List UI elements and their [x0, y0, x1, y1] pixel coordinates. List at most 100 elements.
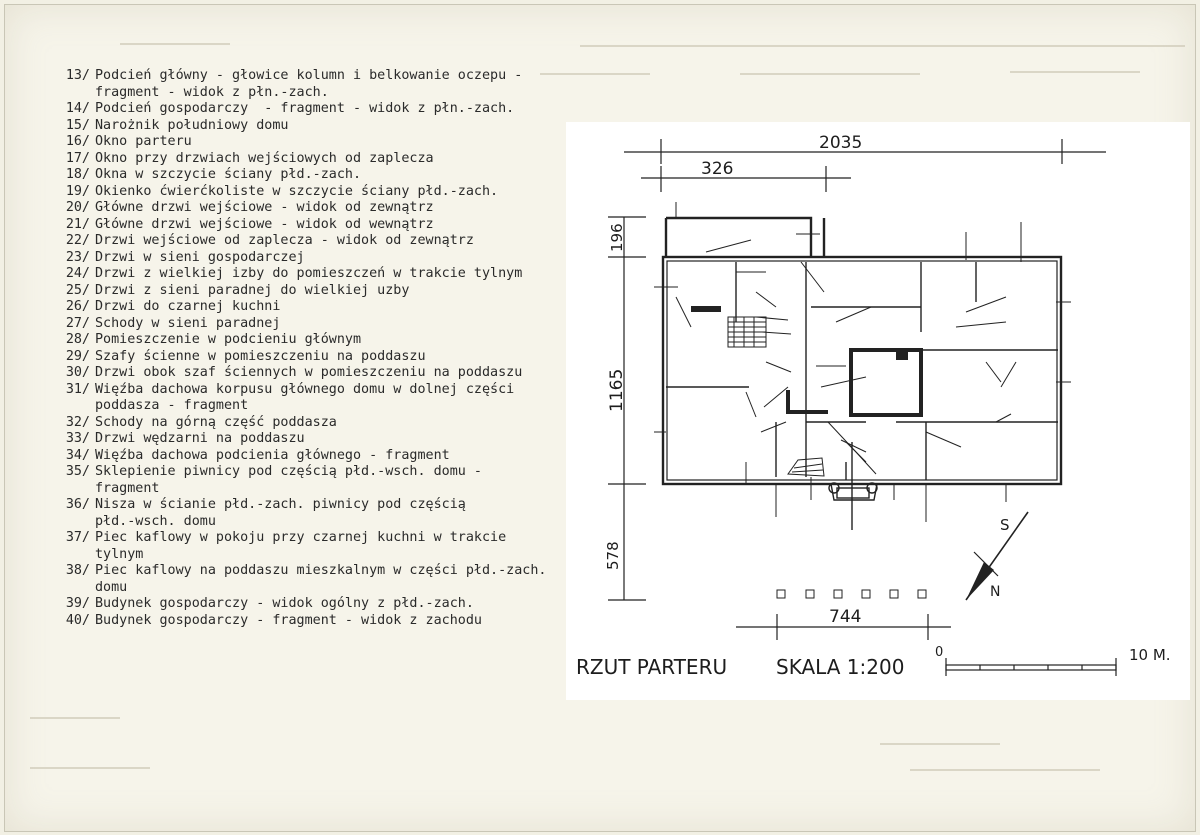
caption-item: 26/Drzwi do czarnej kuchni	[40, 299, 570, 316]
caption-number: 19/	[65, 183, 90, 199]
dim-bottom: 744	[829, 607, 861, 627]
caption-number: 14/	[65, 101, 90, 116]
caption-number: 27/	[65, 315, 90, 331]
caption-text: Sklepienie piwnicy pod częścią płd.-wsch…	[95, 464, 482, 496]
caption-text: Drzwi z sieni paradnej do wielkiej uzby	[95, 282, 410, 298]
caption-number: 40/	[65, 612, 90, 628]
caption-text: Okno parteru	[95, 134, 192, 149]
plan-title: RZUT PARTERU	[576, 655, 727, 679]
caption-item: 27/Schody w sieni paradnej	[40, 316, 570, 333]
caption-text: Główne drzwi wejściowe - widok od wewnąt…	[95, 216, 434, 232]
caption-number: 13/	[65, 68, 90, 83]
stove-mark	[896, 350, 908, 360]
caption-text: Drzwi z wielkiej izby do pomieszczeń w t…	[95, 266, 523, 281]
caption-item: 17/Okno przy drzwiach wejściowych od zap…	[40, 151, 570, 168]
caption-number: 32/	[65, 414, 90, 430]
caption-text: Budynek gospodarczy - widok ogólny z płd…	[95, 596, 474, 611]
caption-text: Piec kaflowy na poddaszu mieszkalnym w c…	[95, 563, 547, 595]
caption-item: 23/Drzwi w sieni gospodarczej	[40, 250, 570, 267]
caption-item: 21/Główne drzwi wejściowe - widok od wew…	[40, 217, 570, 234]
caption-number: 36/	[65, 497, 90, 512]
caption-item: 32/Schody na górną część poddasza	[40, 415, 570, 432]
cellar-stairs	[787, 457, 825, 477]
caption-item: 33/Drzwi wędzarni na poddaszu	[40, 431, 570, 448]
caption-item: 38/Piec kaflowy na poddaszu mieszkalnym …	[40, 563, 570, 596]
openings-and-section-lines	[654, 202, 1071, 522]
caption-number: 37/	[65, 530, 90, 545]
caption-number: 39/	[65, 596, 90, 611]
caption-item: 13/Podcień główny - głowice kolumn i bel…	[40, 68, 570, 101]
caption-item: 30/Drzwi obok szaf ściennych w pomieszcz…	[40, 365, 570, 382]
caption-number: 23/	[65, 249, 90, 265]
caption-number: 25/	[65, 282, 90, 298]
caption-number: 38/	[65, 563, 90, 578]
caption-item: 34/Więźba dachowa podcienia głównego - f…	[40, 448, 570, 465]
caption-item: 25/Drzwi z sieni paradnej do wielkiej uz…	[40, 283, 570, 300]
caption-text: Drzwi wędzarni na poddaszu	[95, 431, 305, 446]
scale-bar-start: 0	[935, 645, 943, 660]
entrance-porch	[828, 442, 878, 530]
caption-item: 31/Więźba dachowa korpusu głównego domu …	[40, 382, 570, 415]
photo-caption-list: 13/Podcień główny - głowice kolumn i bel…	[40, 68, 570, 629]
caption-text: Więźba dachowa korpusu głównego domu w d…	[95, 381, 515, 414]
caption-number: 35/	[65, 464, 90, 479]
caption-text: Okienko ćwierćkoliste w szczycie ściany …	[95, 183, 499, 199]
caption-number: 21/	[65, 216, 90, 232]
caption-number: 34/	[65, 447, 90, 463]
caption-item: 35/Sklepienie piwnicy pod częścią płd.-w…	[40, 464, 570, 497]
caption-text: Narożnik południowy domu	[95, 117, 289, 133]
caption-text: Piec kaflowy w pokoju przy czarnej kuchn…	[95, 530, 507, 562]
caption-text: Więźba dachowa podcienia głównego - frag…	[95, 447, 450, 463]
caption-item: 39/Budynek gospodarczy - widok ogólny z …	[40, 596, 570, 613]
caption-item: 22/Drzwi wejściowe od zaplecza - widok o…	[40, 233, 570, 250]
ground-floor-plan: 2035 326 196 1165 578 744 S N RZUT PARTE…	[566, 122, 1190, 700]
floor-plan-drawing: 2035 326 196 1165 578 744 S N RZUT PARTE…	[576, 133, 1171, 679]
caption-item: 15/Narożnik południowy domu	[40, 118, 570, 135]
caption-text: Okno przy drzwiach wejściowych od zaplec…	[95, 150, 434, 166]
caption-number: 20/	[65, 200, 90, 215]
caption-number: 16/	[65, 134, 90, 149]
caption-number: 22/	[65, 233, 90, 248]
caption-number: 31/	[65, 381, 90, 397]
caption-number: 30/	[65, 365, 90, 380]
caption-item: 19/Okienko ćwierćkoliste w szczycie ścia…	[40, 184, 570, 201]
foundation-squares	[776, 589, 927, 599]
dimension-lines	[608, 139, 1106, 640]
caption-number: 17/	[65, 150, 90, 166]
caption-number: 33/	[65, 431, 90, 446]
dim-partial-width: 326	[701, 159, 733, 179]
caption-text: Pomieszczenie w podcieniu głównym	[95, 332, 362, 347]
caption-text: Drzwi wejściowe od zaplecza - widok od z…	[95, 233, 474, 248]
caption-item: 29/Szafy ścienne w pomieszczeniu na podd…	[40, 349, 570, 366]
scale-bar	[945, 658, 1117, 676]
caption-number: 18/	[65, 167, 90, 182]
caption-text: Podcień główny - głowice kolumn i belkow…	[95, 68, 523, 100]
interior-walls	[666, 262, 1058, 480]
scale-bar-end: 10 M.	[1129, 646, 1171, 664]
wall-niche	[691, 306, 721, 312]
caption-text: Okna w szczycie ściany płd.-zach.	[95, 167, 362, 182]
caption-number: 24/	[65, 266, 90, 281]
outer-walls	[661, 216, 1063, 486]
caption-text: Główne drzwi wejściowe - widok od zewnąt…	[95, 200, 434, 215]
caption-item: 24/Drzwi z wielkiej izby do pomieszczeń …	[40, 266, 570, 283]
caption-text: Budynek gospodarczy - fragment - widok z…	[95, 612, 482, 628]
staircase	[727, 316, 767, 348]
dim-left-main: 1165	[607, 369, 627, 412]
caption-text: Schody na górną część poddasza	[95, 414, 337, 430]
caption-text: Podcień gospodarczy - fragment - widok z…	[95, 101, 515, 116]
caption-item: 18/Okna w szczycie ściany płd.-zach.	[40, 167, 570, 184]
caption-item: 40/Budynek gospodarczy - fragment - wido…	[40, 613, 570, 630]
caption-text: Drzwi w sieni gospodarczej	[95, 249, 305, 265]
caption-item: 20/Główne drzwi wejściowe - widok od zew…	[40, 200, 570, 217]
caption-number: 28/	[65, 332, 90, 347]
dim-total-width: 2035	[819, 133, 862, 153]
caption-item: 37/Piec kaflowy w pokoju przy czarnej ku…	[40, 530, 570, 563]
caption-text: Drzwi do czarnej kuchni	[95, 299, 281, 314]
caption-text: Nisza w ścianie płd.-zach. piwnicy pod c…	[95, 497, 466, 529]
caption-text: Drzwi obok szaf ściennych w pomieszczeni…	[95, 365, 523, 380]
caption-number: 15/	[65, 117, 90, 133]
caption-item: 28/Pomieszczenie w podcieniu głównym	[40, 332, 570, 349]
caption-number: 26/	[65, 299, 90, 314]
